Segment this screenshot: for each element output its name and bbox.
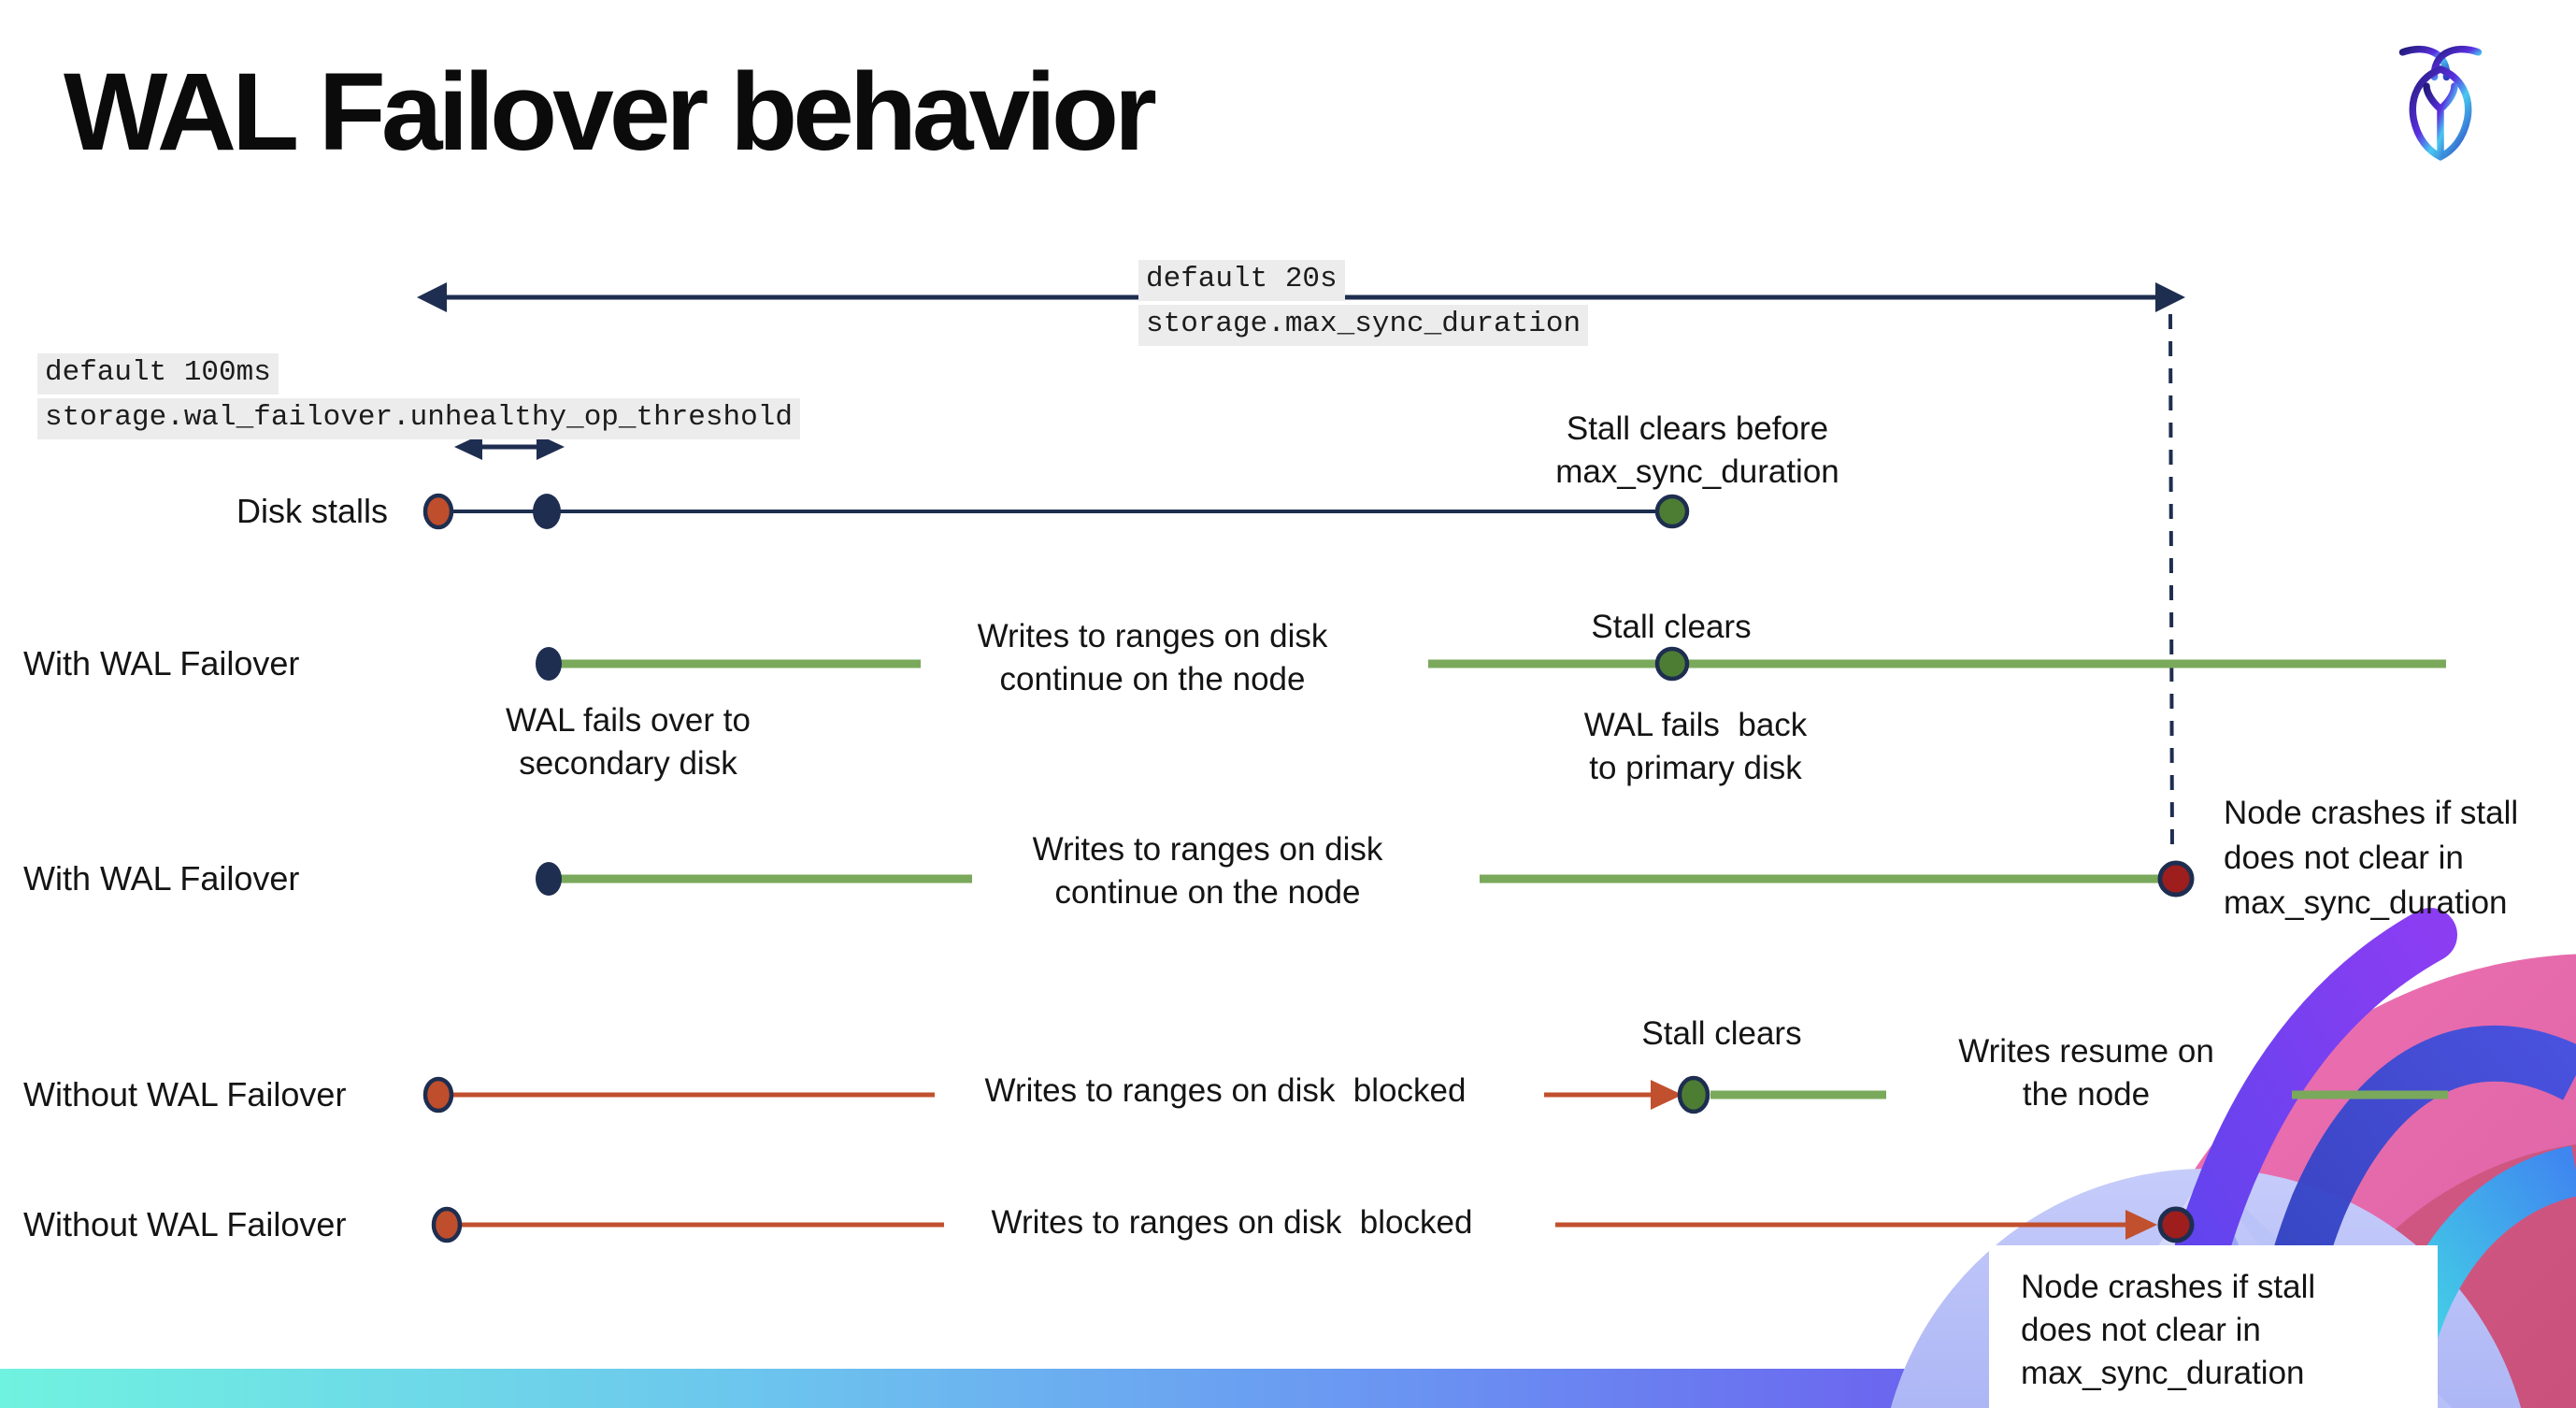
annotation-writes-blocked-row4: Writes to ranges on disk blocked (984, 1072, 1467, 1109)
annotation-wal-fails-over: WAL fails over to secondary disk (506, 702, 751, 782)
failover-threshold-dot (533, 494, 561, 529)
max-sync-setting-name: storage.max_sync_duration (1138, 305, 1589, 346)
failover-dot (536, 647, 562, 681)
node-crash-dot (2157, 860, 2195, 898)
failover-dot (536, 862, 562, 896)
annotation-writes-continue-row3: Writes to ranges on disk continue on the… (1032, 831, 1383, 911)
stall-start-dot (422, 1076, 454, 1113)
row-label-without-wal-failover-1: Without WAL Failover (23, 1075, 347, 1113)
arrowhead-right-icon (2155, 282, 2185, 312)
arrowhead-left-icon (417, 282, 447, 312)
row-label-with-wal-failover-1: With WAL Failover (23, 644, 300, 682)
annotation-node-crashes-row3: Node crashes if stall does not clear in … (2224, 795, 2519, 921)
max-sync-duration-label: default 20s storage.max_sync_duration (1138, 260, 1589, 346)
unhealthy-op-threshold-label: default 100ms storage.wal_failover.unhea… (37, 353, 800, 439)
stall-start-dot (431, 1206, 463, 1243)
page-title: WAL Failover behavior (64, 50, 1157, 174)
unhealthy-op-threshold-arrow (454, 434, 565, 460)
stall-clears-dot (1677, 1075, 1710, 1114)
stall-start-dot (422, 493, 454, 530)
annotation-node-crashes-row5: Node crashes if stall does not clear in … (2021, 1269, 2316, 1391)
annotation-stall-clears-before: Stall clears before max_sync_duration (1555, 410, 1839, 490)
row-disk-stalls (422, 493, 1690, 530)
row-with-wal-failover-crash (536, 860, 2195, 898)
max-sync-default-value: default 20s (1138, 260, 1345, 301)
stall-clears-dot (1654, 646, 1690, 682)
annotation-writes-continue-row2: Writes to ranges on disk continue on the… (977, 618, 1328, 697)
unhealthy-op-default-value: default 100ms (37, 353, 279, 395)
max-sync-deadline-dashed-line (2168, 313, 2174, 857)
row-label-with-wal-failover-2: With WAL Failover (23, 859, 300, 898)
node-crash-callout-box: Node crashes if stall does not clear in … (1989, 1245, 2438, 1408)
annotation-stall-clears-row4: Stall clears (1641, 1015, 1802, 1052)
annotation-wal-fails-back: WAL fails back to primary disk (1583, 707, 1808, 786)
annotation-writes-resume: Writes resume on the node (1958, 1033, 2214, 1113)
arrowhead-left-icon (454, 434, 482, 460)
annotation-stall-clears-row2: Stall clears (1591, 609, 1752, 645)
cockroachdb-logo-icon (2398, 45, 2483, 161)
annotation-writes-blocked-row5: Writes to ranges on disk blocked (991, 1204, 1473, 1241)
arrowhead-right-icon (537, 434, 565, 460)
row-label-disk-stalls: Disk stalls (236, 492, 388, 530)
row-with-wal-failover-clears (536, 646, 2446, 682)
arrowhead-right-icon (1651, 1080, 1682, 1110)
stall-clears-dot (1654, 494, 1690, 529)
row-label-without-wal-failover-2: Without WAL Failover (23, 1205, 347, 1243)
unhealthy-op-setting-name: storage.wal_failover.unhealthy_op_thresh… (37, 398, 800, 439)
